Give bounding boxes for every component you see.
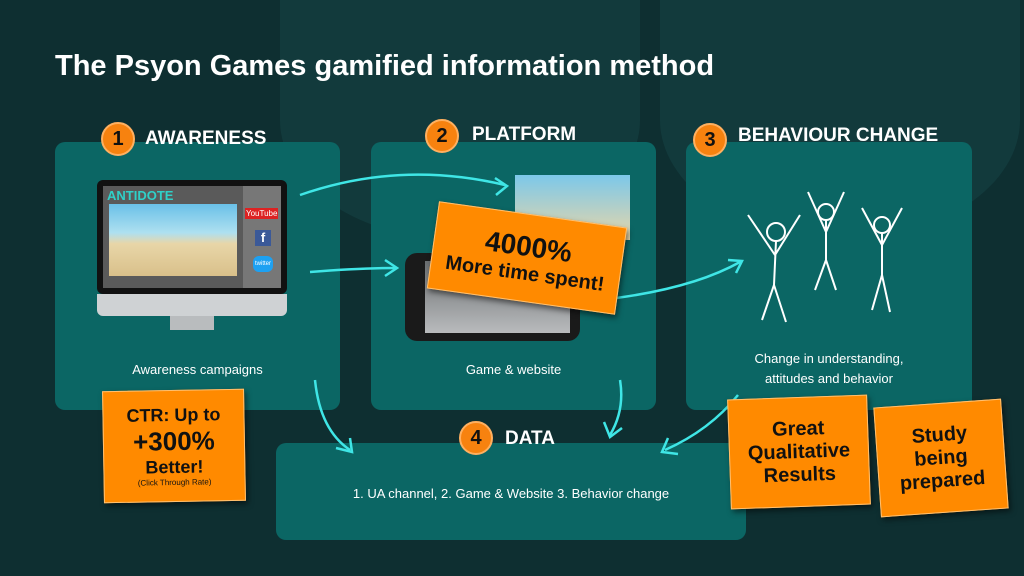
data-panel <box>276 443 746 540</box>
step-number-4: 4 <box>459 421 493 455</box>
step-number-1: 1 <box>101 122 135 156</box>
monitor-stand <box>170 316 214 330</box>
awareness-caption: Awareness campaigns <box>132 362 263 377</box>
step-number-3: 3 <box>693 123 727 157</box>
game-scene <box>109 204 237 276</box>
data-caption: 1. UA channel, 2. Game & Website 3. Beha… <box>352 486 670 501</box>
step-label-behaviour: BEHAVIOUR CHANGE <box>738 125 939 146</box>
qualitative-results-note: Great Qualitative Results <box>727 394 871 510</box>
twitter-icon: twitter <box>253 256 274 272</box>
platform-caption: Game & website <box>465 362 562 377</box>
behaviour-panel <box>686 142 972 410</box>
antidote-logo: ANTIDOTE <box>107 188 174 203</box>
youtube-icon: YouTube <box>245 208 279 219</box>
slide-title: The Psyon Games gamified information met… <box>55 50 715 82</box>
monitor-chin <box>97 294 287 316</box>
study-note: Study being prepared <box>873 398 1009 518</box>
monitor-image: ANTIDOTE YouTube f twitter <box>97 180 287 294</box>
step-label-data: DATA <box>505 428 555 449</box>
step-number-2: 2 <box>425 119 459 153</box>
step-label-awareness: AWARENESS <box>145 128 267 149</box>
behaviour-caption: Change in understanding,attitudes and be… <box>754 351 904 386</box>
facebook-icon: f <box>255 230 271 246</box>
stick-figures-icon <box>747 191 903 323</box>
step-label-platform: PLATFORM <box>472 124 577 145</box>
ctr-note: CTR: Up to +300% Better! (Click Through … <box>102 388 246 504</box>
